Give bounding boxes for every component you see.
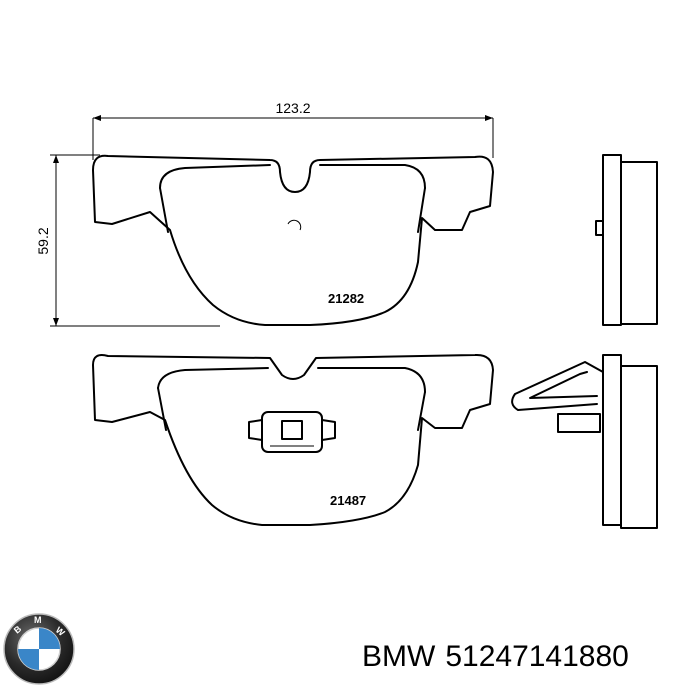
brake-pad-bottom: 21487 [92,353,494,526]
center-hole [287,219,302,231]
pad-top-part-number: 21282 [328,291,364,306]
width-label: 123.2 [275,100,310,116]
height-dimension: 59.2 [35,154,220,327]
svg-text:B: B [12,623,24,635]
part-caption: BMW 51247141880 [362,640,639,674]
brake-pad-top: 21282 [92,154,494,326]
caption-brand: BMW [362,640,436,673]
pad-bottom-part-number: 21487 [330,493,366,508]
bmw-logo-icon: B M W [3,613,75,685]
side-view-top [595,154,658,326]
height-label: 59.2 [35,227,51,254]
svg-text:M: M [34,615,42,625]
caption-part-number: 51247141880 [445,640,629,673]
side-view-bottom [511,354,658,529]
width-dimension: 123.2 [92,100,494,160]
